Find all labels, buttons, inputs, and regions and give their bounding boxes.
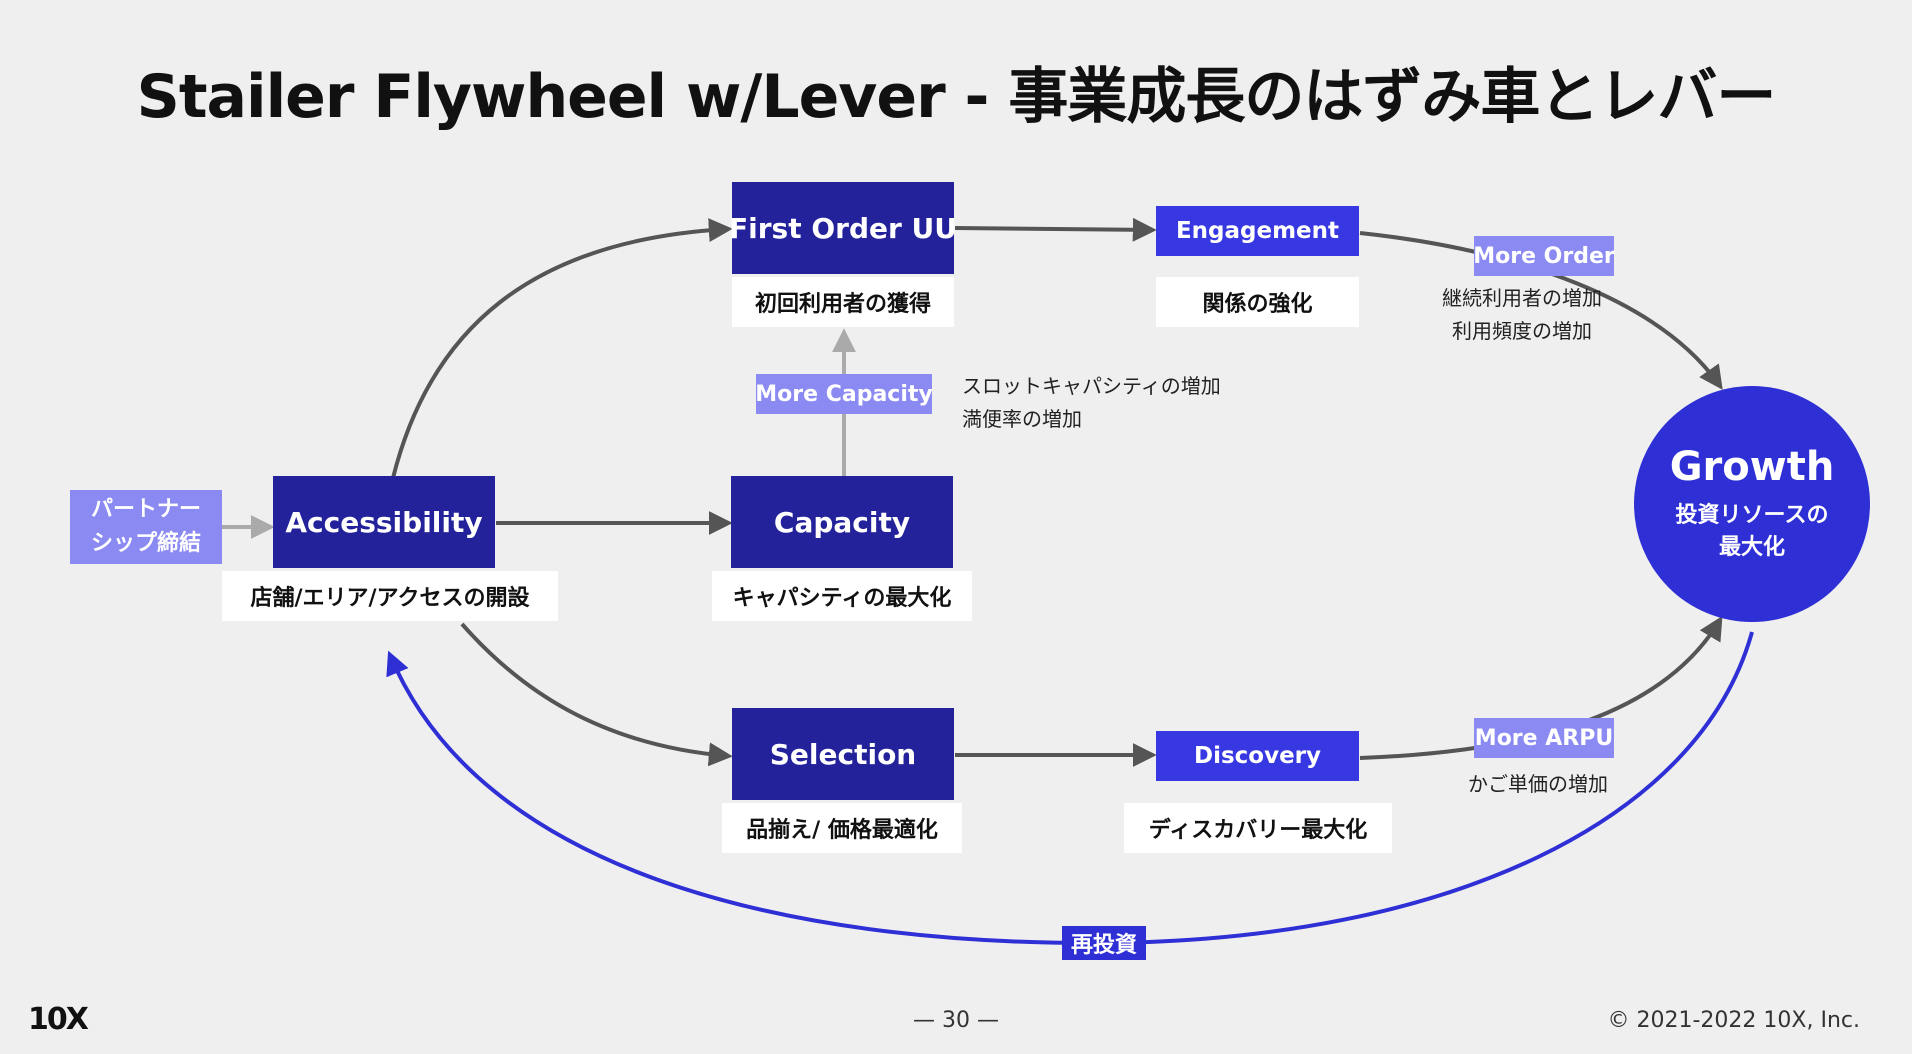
page-number: — 30 — (913, 1008, 999, 1033)
company-logo: 10X (28, 1002, 89, 1037)
notes-more-arpu: かご単価の増加 (1468, 768, 1608, 801)
caption-selection: 品揃え/ 価格最適化 (722, 803, 962, 853)
note-line: 継続利用者の増加 (1442, 286, 1602, 310)
lever-more-order: More Order (1473, 236, 1615, 276)
notes-more-order: 継続利用者の増加 利用頻度の増加 (1442, 282, 1602, 348)
caption-engagement: 関係の強化 (1156, 277, 1359, 327)
partnership-line2: シップ締結 (90, 531, 201, 556)
growth-line2: 最大化 (1718, 535, 1785, 560)
lever-more-arpu: More ARPU (1474, 718, 1614, 758)
node-engagement: Engagement (1156, 206, 1359, 256)
lever-more-capacity: More Capacity (755, 374, 933, 414)
note-line: 利用頻度の増加 (1452, 319, 1592, 343)
caption-accessibility: 店舗/エリア/アクセスの開設 (222, 571, 558, 621)
notes-more-capacity: スロットキャパシティの増加 満便率の増加 (962, 370, 1221, 436)
growth-line1: 投資リソースの (1675, 503, 1829, 528)
growth-circle: Growth 投資リソースの 最大化 (1634, 386, 1870, 622)
growth-title: Growth (1669, 444, 1835, 490)
partnership-line1: パートナー (90, 497, 201, 522)
note-line: 満便率の増加 (962, 407, 1082, 431)
caption-capacity: キャパシティの最大化 (712, 571, 972, 621)
note-line: かご単価の増加 (1468, 772, 1608, 796)
note-line: スロットキャパシティの増加 (962, 374, 1221, 398)
reinvest-label: 再投資 (1062, 926, 1146, 960)
caption-discovery: ディスカバリー最大化 (1124, 803, 1392, 853)
arrow-first-order-to-engagement (954, 217, 1157, 242)
arrow-engagement-to-growth (1359, 231, 1723, 390)
node-accessibility: Accessibility (273, 476, 495, 568)
partnership-lever: パートナー シップ締結 (70, 490, 222, 564)
arrow-accessibility-to-selection (460, 622, 733, 767)
caption-first-order-uu: 初回利用者の獲得 (732, 277, 954, 327)
arrow-accessibility-to-first-order (391, 218, 733, 479)
node-capacity: Capacity (731, 476, 953, 568)
page-title: Stailer Flywheel w/Lever - 事業成長のはずみ車とレバー (136, 62, 1777, 132)
copyright: © 2021-2022 10X, Inc. (1607, 1008, 1860, 1033)
node-discovery: Discovery (1156, 731, 1359, 781)
node-selection: Selection (732, 708, 954, 800)
node-first-order-uu: First Order UU (729, 182, 957, 274)
